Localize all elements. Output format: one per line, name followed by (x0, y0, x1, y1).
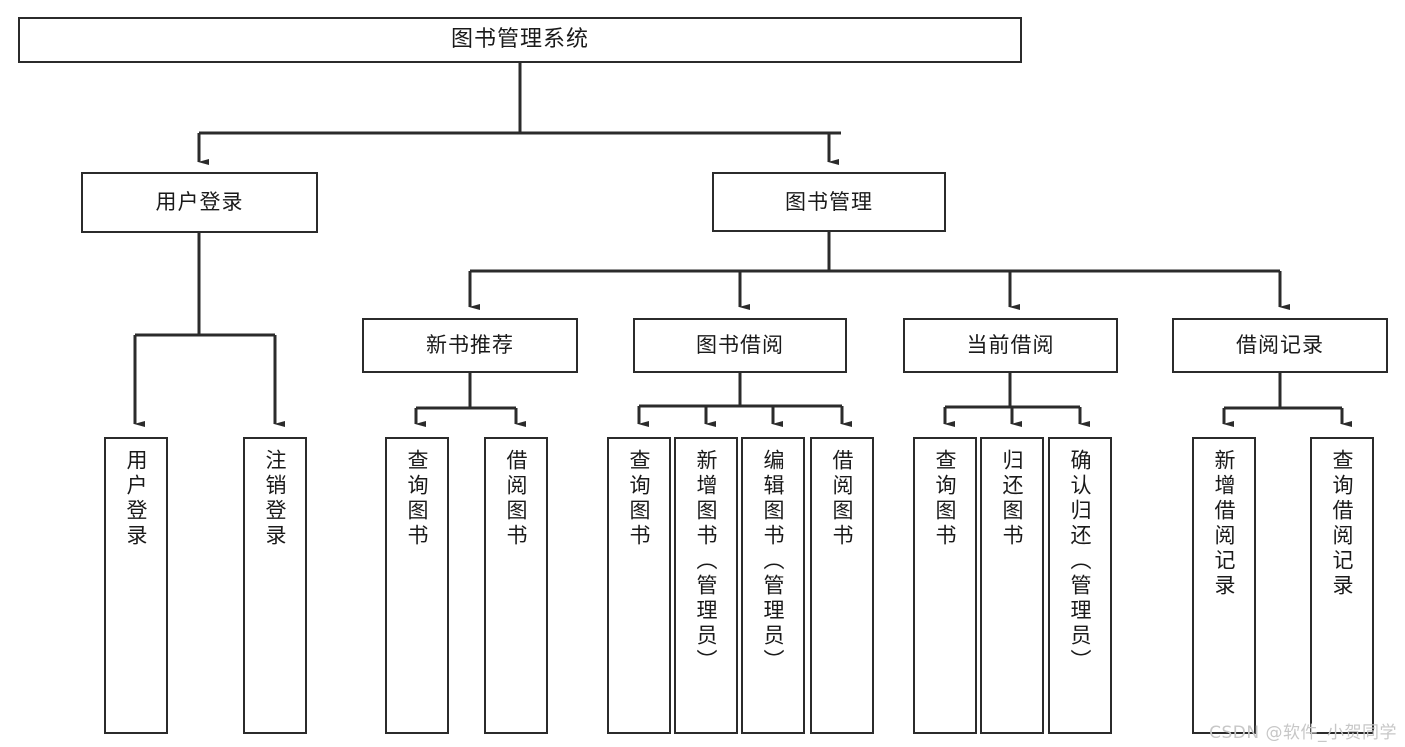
node-label: 当前借阅 (966, 333, 1055, 358)
node-label: 借阅图书 (830, 449, 855, 549)
leaf-borrow-book-1[interactable]: 借阅图书 (484, 437, 548, 734)
node-label: 归还图书 (1000, 449, 1025, 549)
leaf-borrow-book-2[interactable]: 借阅图书 (810, 437, 874, 734)
leaf-return-book[interactable]: 归还图书 (980, 437, 1044, 734)
node-user-login[interactable]: 用户登录 (81, 172, 318, 233)
node-label: 借阅图书 (504, 449, 529, 549)
node-label: 用户登录 (124, 449, 149, 549)
node-label: 编辑图书（管理员） (761, 449, 786, 674)
node-label: 查询图书 (405, 449, 430, 549)
leaf-query-record[interactable]: 查询借阅记录 (1310, 437, 1374, 734)
node-label: 查询图书 (933, 449, 958, 549)
leaf-query-book-3[interactable]: 查询图书 (913, 437, 977, 734)
leaf-user-login[interactable]: 用户登录 (104, 437, 168, 734)
node-label: 借阅记录 (1236, 333, 1324, 358)
node-label: 图书管理系统 (450, 27, 589, 53)
leaf-edit-book[interactable]: 编辑图书（管理员） (741, 437, 805, 734)
leaf-user-logout[interactable]: 注销登录 (243, 437, 307, 734)
leaf-add-record[interactable]: 新增借阅记录 (1192, 437, 1256, 734)
node-book-manage[interactable]: 图书管理 (712, 172, 946, 232)
leaf-query-book-2[interactable]: 查询图书 (607, 437, 671, 734)
node-label: 查询借阅记录 (1330, 449, 1355, 599)
node-label: 注销登录 (263, 449, 288, 549)
node-label: 用户登录 (155, 190, 244, 215)
node-label: 新增借阅记录 (1212, 449, 1237, 599)
leaf-add-book[interactable]: 新增图书（管理员） (674, 437, 738, 734)
node-new-book-rec[interactable]: 新书推荐 (362, 318, 578, 373)
node-label: 确认归还（管理员） (1068, 449, 1093, 674)
leaf-confirm-return[interactable]: 确认归还（管理员） (1048, 437, 1112, 734)
node-label: 图书管理 (785, 189, 873, 214)
node-current-borrow[interactable]: 当前借阅 (903, 318, 1118, 373)
node-book-borrow[interactable]: 图书借阅 (633, 318, 847, 373)
node-label: 新书推荐 (426, 333, 514, 358)
node-root-system[interactable]: 图书管理系统 (18, 17, 1022, 63)
node-label: 查询图书 (627, 449, 652, 549)
node-label: 图书借阅 (696, 333, 784, 358)
node-borrow-record[interactable]: 借阅记录 (1172, 318, 1388, 373)
watermark: CSDN @软件_小贺同学 (1209, 723, 1397, 743)
leaf-query-book-1[interactable]: 查询图书 (385, 437, 449, 734)
node-label: 新增图书（管理员） (694, 449, 719, 674)
